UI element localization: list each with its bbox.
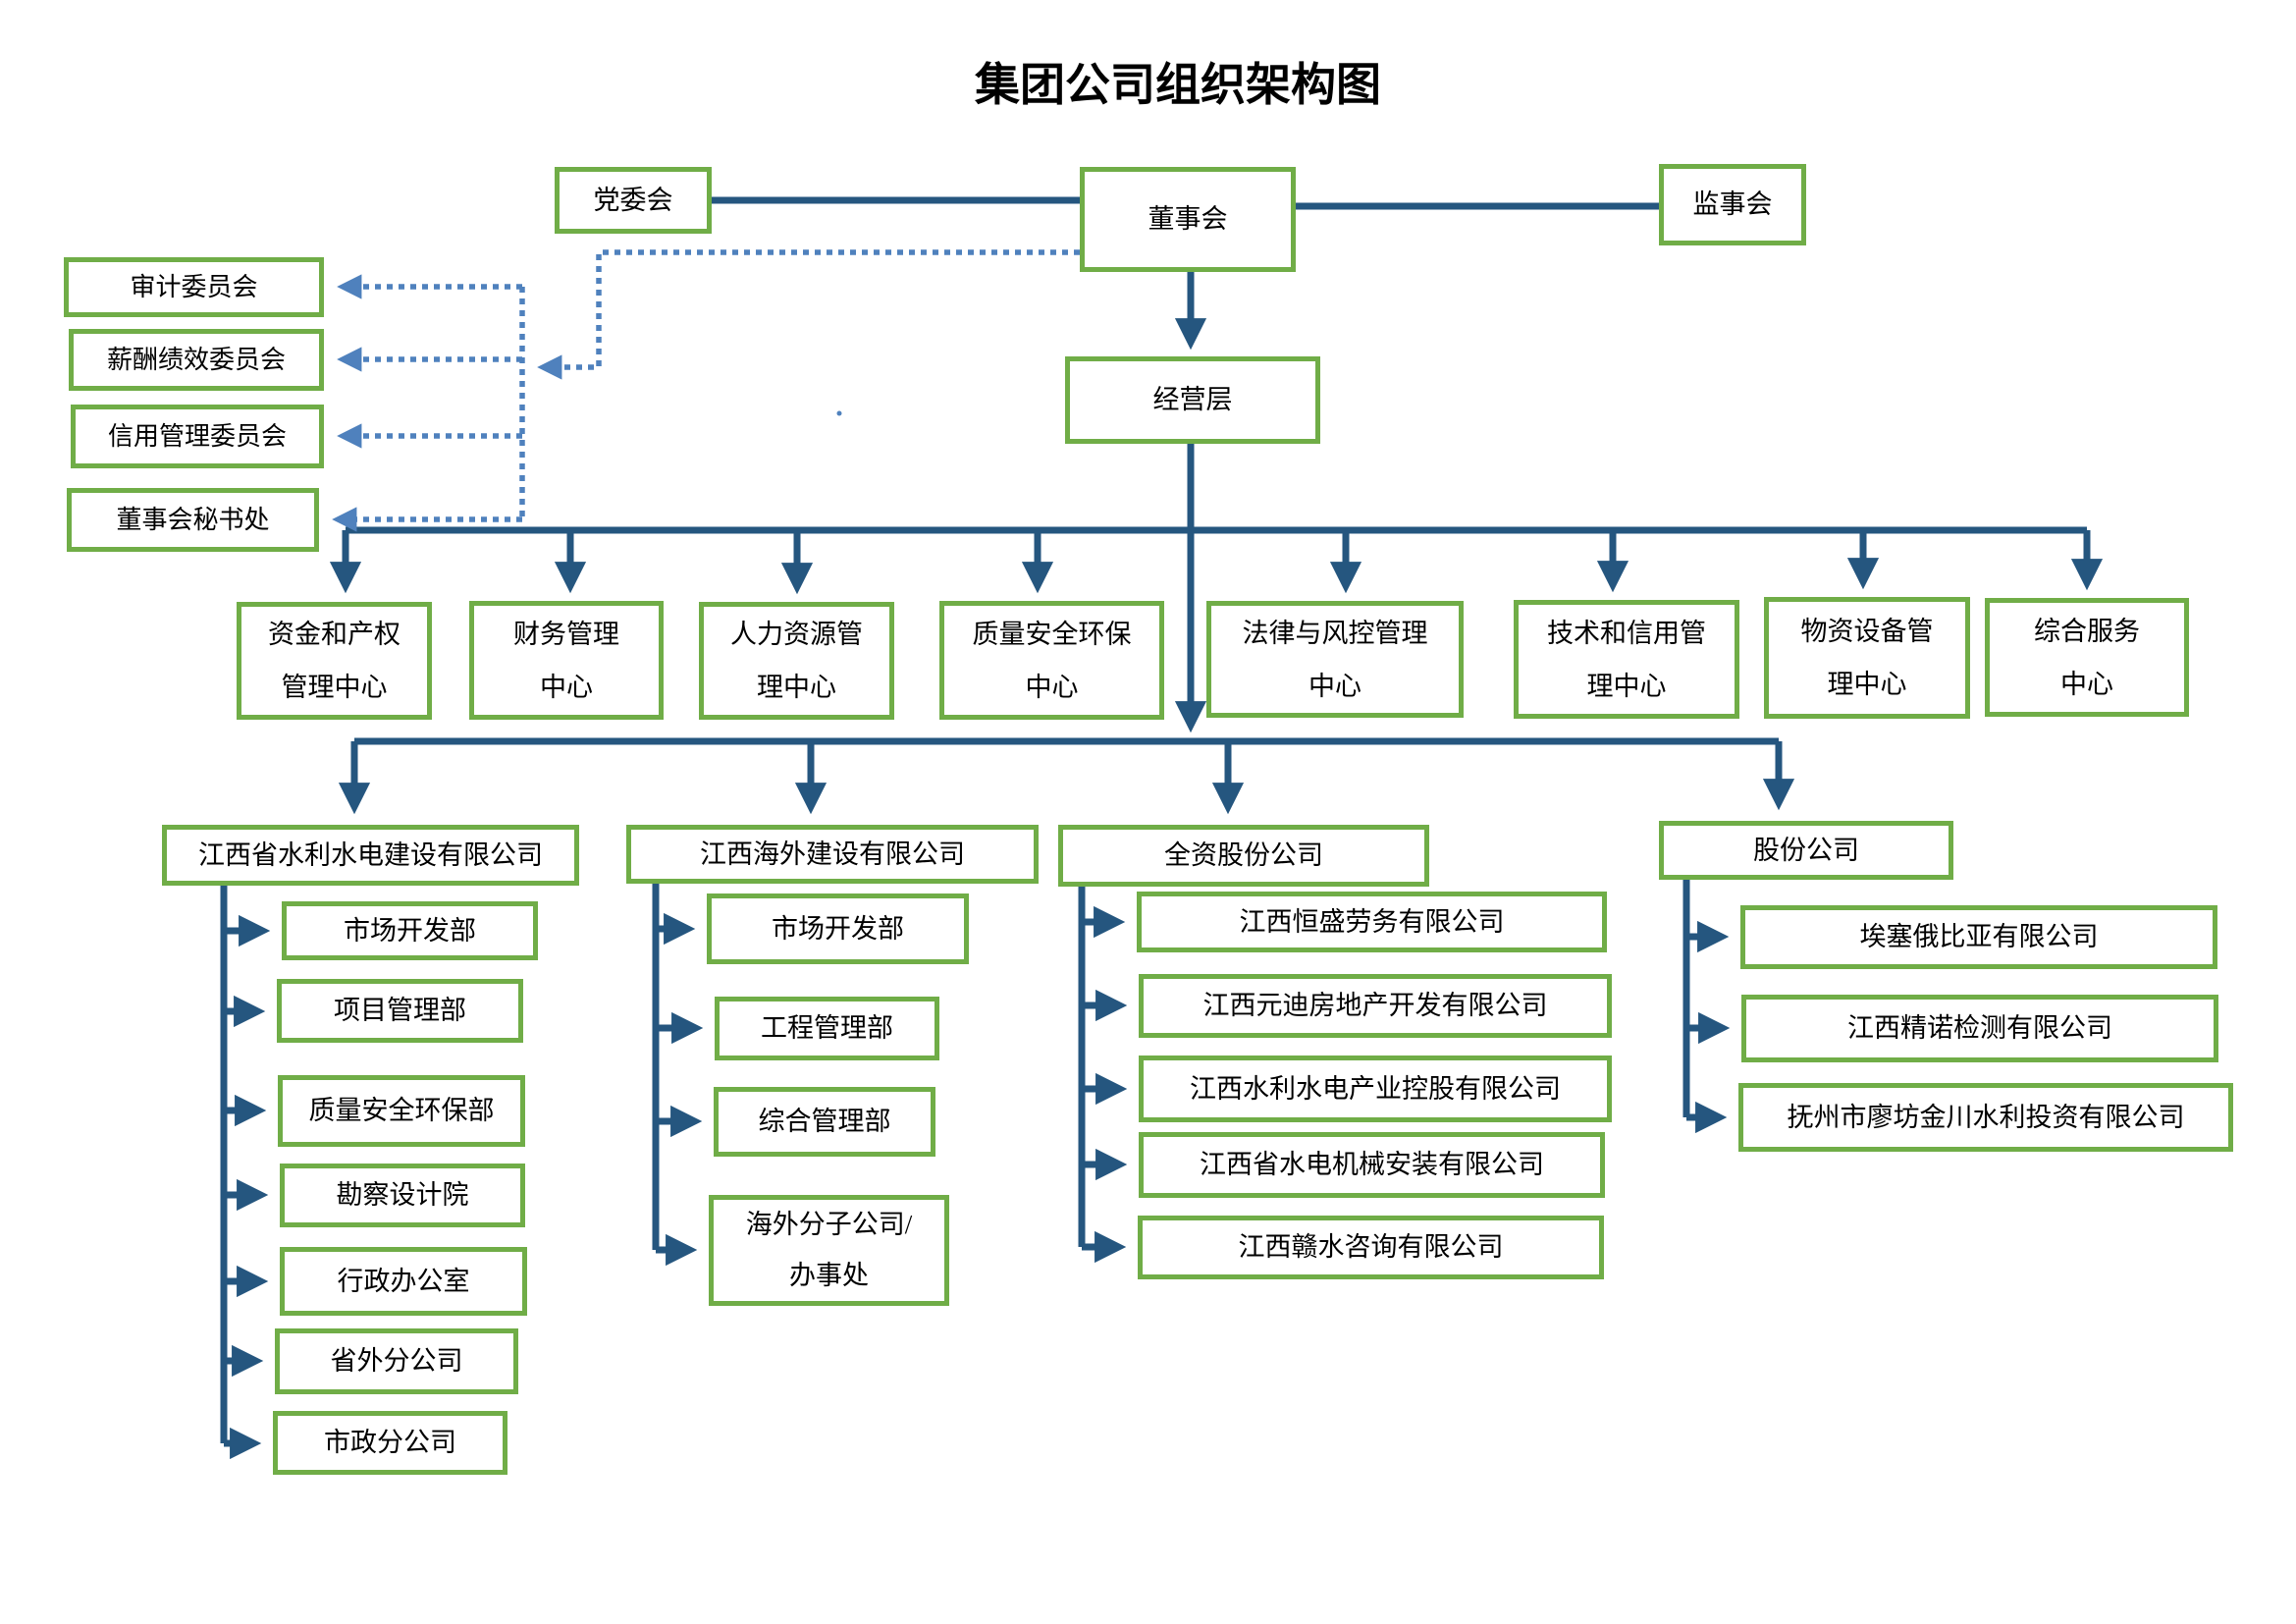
node-center-tech-credit: 技术和信用管 理中心 [1514,600,1739,719]
node-board-secretariat: 董事会秘书处 [67,488,319,552]
node-center-quality-safety-env: 质量安全环保 中心 [939,601,1164,720]
node-center-finance: 财务管理 中心 [469,601,664,720]
node-party-committee: 党委会 [555,167,712,234]
node-g2-market-development: 市场开发部 [707,893,969,964]
node-g3-machinery-installation: 江西省水电机械安装有限公司 [1139,1132,1605,1198]
node-g3-ganshui-consulting: 江西赣水咨询有限公司 [1138,1216,1604,1279]
node-g4-ethiopia-company: 埃塞俄比亚有限公司 [1740,905,2217,969]
node-g1-project-management: 项目管理部 [277,979,523,1043]
node-g1-survey-design-institute: 勘察设计院 [280,1164,525,1227]
node-g2-general-management: 综合管理部 [714,1087,935,1157]
node-g4-jingnuo-testing: 江西精诺检测有限公司 [1741,995,2218,1062]
node-g2-engineering-management: 工程管理部 [715,997,939,1060]
node-compensation-performance-committee: 薪酬绩效委员会 [69,329,324,391]
node-g1-municipal-branch: 市政分公司 [273,1411,507,1475]
node-management-level: 经营层 [1065,356,1320,444]
node-g1-administrative-office: 行政办公室 [280,1247,527,1316]
node-group-wholly-owned-companies: 全资股份公司 [1058,825,1429,887]
node-center-general-services: 综合服务 中心 [1985,598,2189,717]
node-g1-quality-safety-env: 质量安全环保部 [278,1075,525,1147]
node-g3-hengsheng-labor: 江西恒盛劳务有限公司 [1137,892,1607,952]
node-supervisory-board: 监事会 [1659,164,1806,245]
node-center-materials-equipment: 物资设备管 理中心 [1764,597,1970,719]
node-g2-overseas-branches-offices: 海外分子公司/ 办事处 [709,1195,949,1306]
node-group-jx-water-conservancy-construction: 江西省水利水电建设有限公司 [162,825,579,886]
node-g3-industry-holding: 江西水利水电产业控股有限公司 [1139,1056,1612,1122]
node-g3-yuandi-real-estate: 江西元迪房地产开发有限公司 [1139,974,1612,1038]
node-g4-fuzhou-liaofang-jinchuan-investment: 抚州市廖坊金川水利投资有限公司 [1738,1083,2233,1152]
node-audit-committee: 审计委员会 [64,257,324,317]
node-center-legal-risk: 法律与风控管理 中心 [1206,601,1464,718]
node-center-hr: 人力资源管 理中心 [699,602,894,720]
node-credit-management-committee: 信用管理委员会 [71,405,324,468]
node-center-funds-property: 资金和产权 管理中心 [237,602,432,720]
node-group-share-companies: 股份公司 [1659,821,1953,880]
node-group-jx-overseas-construction: 江西海外建设有限公司 [626,825,1039,884]
node-board-of-directors: 董事会 [1080,167,1296,272]
node-g1-out-of-province-branch: 省外分公司 [275,1328,518,1394]
chart-title: 集团公司组织架构图 [975,59,1381,110]
node-g1-market-development: 市场开发部 [282,901,538,960]
